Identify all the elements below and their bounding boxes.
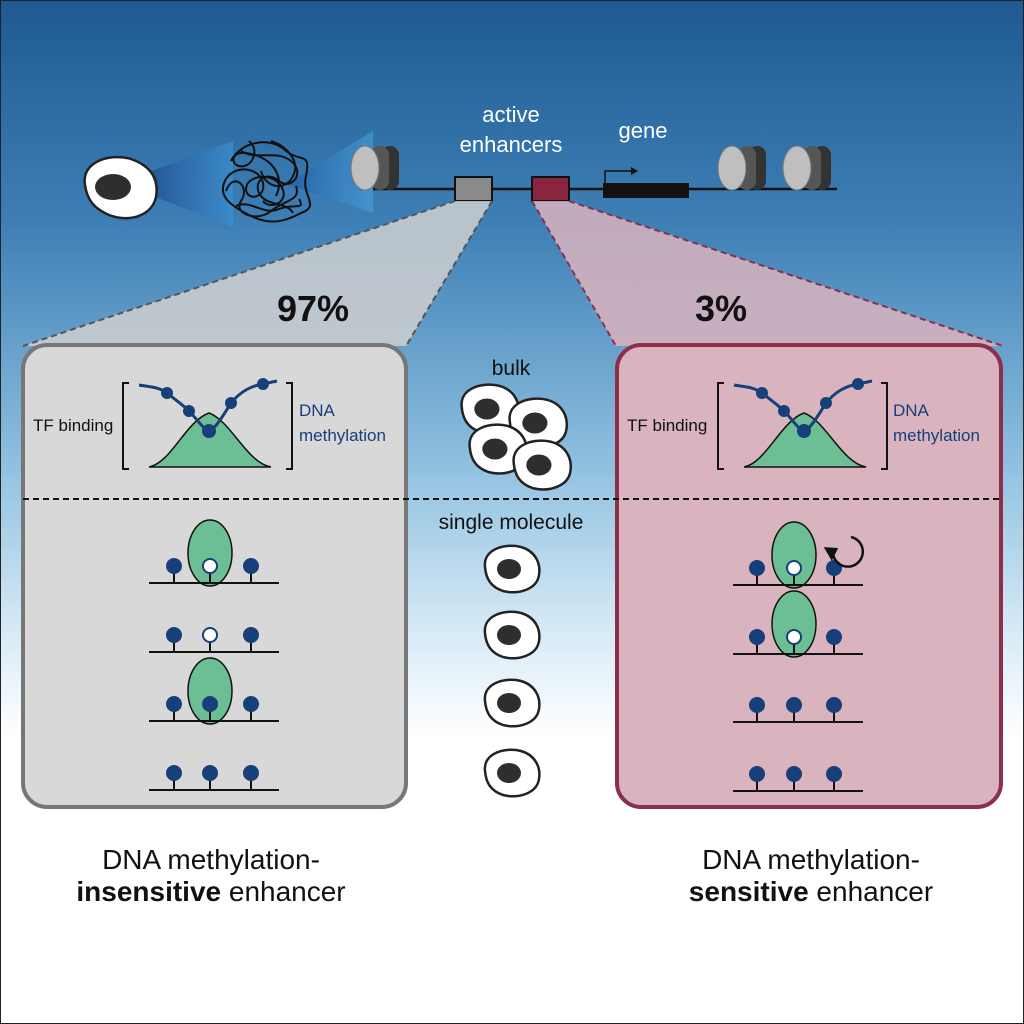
right-caption-rest: enhancer — [809, 876, 934, 907]
left-caption-bold: insensitive — [76, 876, 221, 907]
methylated-cpg — [166, 696, 182, 712]
gene-body — [603, 183, 689, 198]
tf-protein — [771, 590, 817, 658]
right-caption-bold: sensitive — [689, 876, 809, 907]
zoom-beam-cell — [119, 141, 233, 227]
cell-icon — [508, 397, 569, 449]
methylated-cpg — [166, 765, 182, 781]
dna-label-right-2: methylation — [893, 426, 980, 445]
left-caption-rest: enhancer — [221, 876, 346, 907]
methylated-cpg — [826, 629, 842, 645]
nucleosome-icon — [717, 145, 766, 191]
methylated-cpg — [749, 629, 765, 645]
methylated-cpg — [826, 766, 842, 782]
molecule-row — [733, 766, 863, 792]
cell-icon — [483, 544, 541, 594]
unmethylated-cpg — [202, 558, 218, 574]
tf-binding-label-right: TF binding — [627, 416, 707, 435]
right-zoom-edge-a — [531, 200, 617, 347]
molecule-row — [733, 697, 863, 723]
percent-sensitive: 3% — [695, 288, 747, 329]
active-enhancers-label-1: active — [482, 102, 539, 127]
gene-label: gene — [619, 118, 668, 143]
left-caption-line2: insensitive enhancer — [76, 876, 345, 907]
chromatin-ball-icon — [221, 140, 312, 223]
unmethylated-cpg — [786, 629, 802, 645]
dna-label-right-1: DNA — [893, 401, 930, 420]
methylated-cpg — [166, 558, 182, 574]
methylated-cpg — [202, 765, 218, 781]
bulk-profile-right — [717, 378, 888, 470]
nucleosome-icon — [350, 145, 399, 191]
methylated-cpg — [243, 558, 259, 574]
cell-icon — [483, 748, 541, 798]
right-caption-line2: sensitive enhancer — [689, 876, 933, 907]
tf-protein — [187, 519, 233, 587]
dna-label-left-2: methylation — [299, 426, 386, 445]
methylated-cpg — [749, 697, 765, 713]
tf-protein — [771, 521, 817, 589]
single-molecule-rows-right — [733, 521, 863, 792]
left-zoom-edge-a — [22, 200, 456, 347]
dna-label-left-1: DNA — [299, 401, 336, 420]
molecule-row — [733, 590, 863, 658]
cell-icon — [512, 439, 573, 491]
methylated-cpg — [749, 560, 765, 576]
methylated-cpg — [786, 766, 802, 782]
single-cells — [483, 544, 541, 798]
grey-enhancer — [454, 176, 493, 202]
molecule-row — [149, 519, 279, 587]
tf-protein — [187, 657, 233, 725]
methylated-cpg — [826, 560, 842, 576]
methylated-cpg — [243, 765, 259, 781]
molecule-row — [149, 627, 279, 653]
left-zoom-wedge — [23, 201, 492, 346]
methylated-cpg — [166, 627, 182, 643]
tss-arrow-icon — [604, 167, 638, 183]
cell-icon — [83, 155, 158, 220]
molecule-row — [149, 657, 279, 725]
percent-insensitive: 97% — [277, 288, 349, 329]
single-molecule-label: single molecule — [439, 511, 584, 534]
methylated-cpg — [749, 766, 765, 782]
red-enhancer — [531, 176, 570, 202]
methylated-cpg — [786, 697, 802, 713]
left-caption-line1: DNA methylation- — [102, 844, 320, 875]
right-zoom-wedge — [532, 201, 1003, 346]
bulk-profile-left — [122, 378, 293, 470]
unmethylated-cpg — [202, 627, 218, 643]
cell-icon — [483, 610, 541, 660]
right-caption-line1: DNA methylation- — [702, 844, 920, 875]
single-molecule-rows-left — [149, 519, 279, 791]
molecule-row — [149, 765, 279, 791]
methylated-cpg — [243, 627, 259, 643]
bulk-cells — [460, 383, 573, 491]
turnover-arrow-icon — [823, 535, 865, 568]
active-enhancers-label-2: enhancers — [460, 132, 563, 157]
unmethylated-cpg — [786, 560, 802, 576]
molecule-row — [733, 521, 863, 589]
nucleosome-icon — [782, 145, 831, 191]
zoom-beam-chromatin — [286, 131, 373, 213]
cell-icon — [483, 678, 541, 728]
bulk-label: bulk — [492, 357, 531, 380]
right-zoom-edge-b — [568, 200, 1004, 347]
left-zoom-edge-b — [405, 200, 493, 347]
methylated-cpg — [826, 697, 842, 713]
tf-binding-label-left: TF binding — [33, 416, 113, 435]
methylated-cpg — [243, 696, 259, 712]
methylated-cpg — [202, 696, 218, 712]
